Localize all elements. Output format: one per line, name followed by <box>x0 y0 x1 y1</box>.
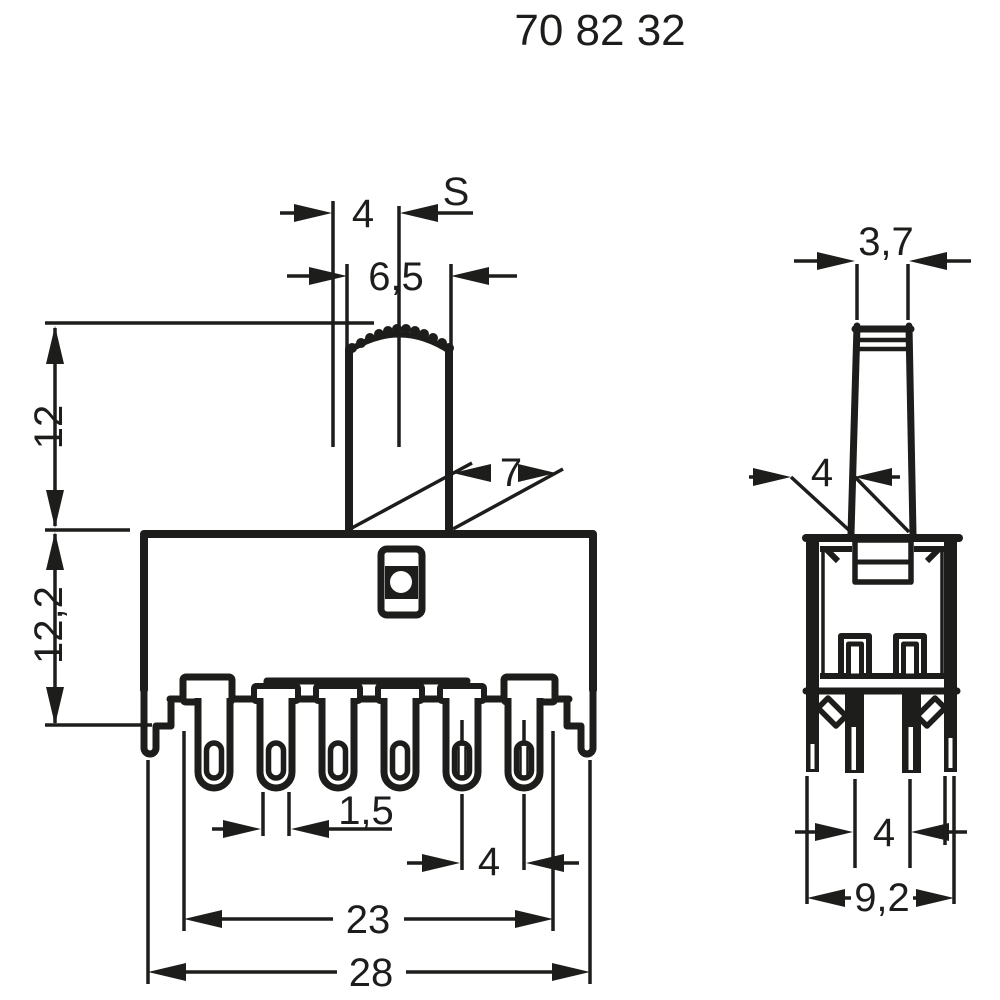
body-outline <box>140 530 597 694</box>
knurl-teeth <box>347 324 454 353</box>
side-wall-slit <box>810 744 815 769</box>
actuator-hole <box>390 571 412 593</box>
arrowhead <box>422 854 460 872</box>
dim-pin-spacing: 4 <box>795 779 967 868</box>
side-view: 3,7 4 4 9,2 <box>749 220 971 920</box>
dim-depth: 9,2 <box>805 776 956 920</box>
stem-fill <box>851 326 913 534</box>
dim-label-depth: 9,2 <box>854 876 910 920</box>
arrowhead <box>46 532 64 570</box>
dim-knob-base: 7 <box>349 451 564 531</box>
housing-side <box>802 534 961 773</box>
dim-label-knob-height: 12 <box>27 405 71 450</box>
arrowhead <box>817 252 855 270</box>
side-pin-slit <box>851 727 856 770</box>
arrowhead <box>916 889 954 907</box>
extension-lines <box>182 731 555 931</box>
contact-post-slot <box>846 641 864 679</box>
extension-lines <box>261 792 291 836</box>
extension-lines <box>805 776 956 904</box>
front-view: 4 S 6,5 7 <box>27 170 597 995</box>
arrowhead <box>815 823 853 841</box>
part-number-title: 70 82 32 <box>514 6 685 55</box>
dim-knob-width: 6,5 <box>287 255 517 350</box>
dim-label-knob-width: 6,5 <box>368 255 424 299</box>
dim-slider-position: S <box>397 170 473 447</box>
pin-slot <box>203 740 225 781</box>
dim-pin-thickness: 1,5 <box>212 789 394 838</box>
dim-label-stem-base: 4 <box>811 451 833 495</box>
extension-lines <box>853 779 912 868</box>
pin-slot <box>389 740 411 781</box>
extension-lines <box>146 760 592 984</box>
dim-label-body-height: 12,2 <box>27 586 71 664</box>
pin-crimp-hatch <box>519 747 529 775</box>
extension-lines <box>460 794 526 870</box>
extension-lines <box>855 264 910 320</box>
pin-crimp-hatch <box>457 747 467 775</box>
side-wall-right <box>944 534 957 772</box>
side-wall-left <box>806 534 819 772</box>
arrowhead <box>451 267 489 285</box>
terminal-pins <box>179 673 559 792</box>
pin-slot <box>451 740 473 781</box>
dim-label-slider: S <box>443 170 470 214</box>
arrowhead <box>223 820 261 838</box>
dim-stem-base: 4 <box>749 451 911 534</box>
mounting-foot-right <box>563 684 597 758</box>
arrowhead <box>753 468 791 486</box>
mounting-foot-left <box>140 684 175 758</box>
dim-body-height: 12,2 <box>27 532 152 727</box>
arrowhead <box>909 252 947 270</box>
stem-grooves <box>857 337 910 352</box>
dim-label-travel: 4 <box>352 192 374 236</box>
arrowhead <box>552 963 590 981</box>
leader-lines <box>789 475 911 534</box>
arrowhead <box>807 889 845 907</box>
arrowhead <box>911 823 949 841</box>
dim-knob-height: 12 <box>27 321 374 532</box>
pin-slot <box>265 740 287 781</box>
arrowhead <box>46 490 64 528</box>
arrowhead <box>518 464 556 482</box>
contact-post-slot <box>901 641 919 679</box>
arrowhead <box>184 910 222 928</box>
side-pin-slit <box>908 727 913 770</box>
arrowhead <box>854 468 892 486</box>
dim-stem-top: 3,7 <box>794 220 971 320</box>
dim-label-pin-span: 23 <box>346 898 391 942</box>
leader-lines <box>349 461 564 531</box>
dim-pin-span: 23 <box>182 731 555 942</box>
stem <box>847 322 917 538</box>
stem-edges <box>847 322 917 538</box>
arrowhead <box>148 963 186 981</box>
arrowhead <box>46 326 64 364</box>
corner-chamfers <box>823 546 942 564</box>
side-wall-slit <box>948 738 953 768</box>
dim-overall-width: 28 <box>146 760 592 995</box>
dim-label-pin-pitch: 4 <box>478 840 500 884</box>
dim-label-stem-top: 3,7 <box>858 220 914 264</box>
dim-label-knob-base: 7 <box>500 451 522 495</box>
dim-label-overall-width: 28 <box>349 951 394 995</box>
arrowhead <box>291 820 329 838</box>
arrowhead <box>515 910 553 928</box>
arrowhead <box>309 267 347 285</box>
dim-label-pin-spacing: 4 <box>873 811 895 855</box>
dim-label-pin-thickness: 1,5 <box>338 789 394 833</box>
arrowhead <box>400 204 438 222</box>
pin-slot <box>327 740 349 781</box>
extension-lines <box>345 264 453 350</box>
arrowhead <box>46 687 64 725</box>
arrowhead <box>294 204 332 222</box>
pin-slot <box>513 740 535 781</box>
arrowhead <box>453 464 491 482</box>
inner-walls <box>821 549 944 676</box>
